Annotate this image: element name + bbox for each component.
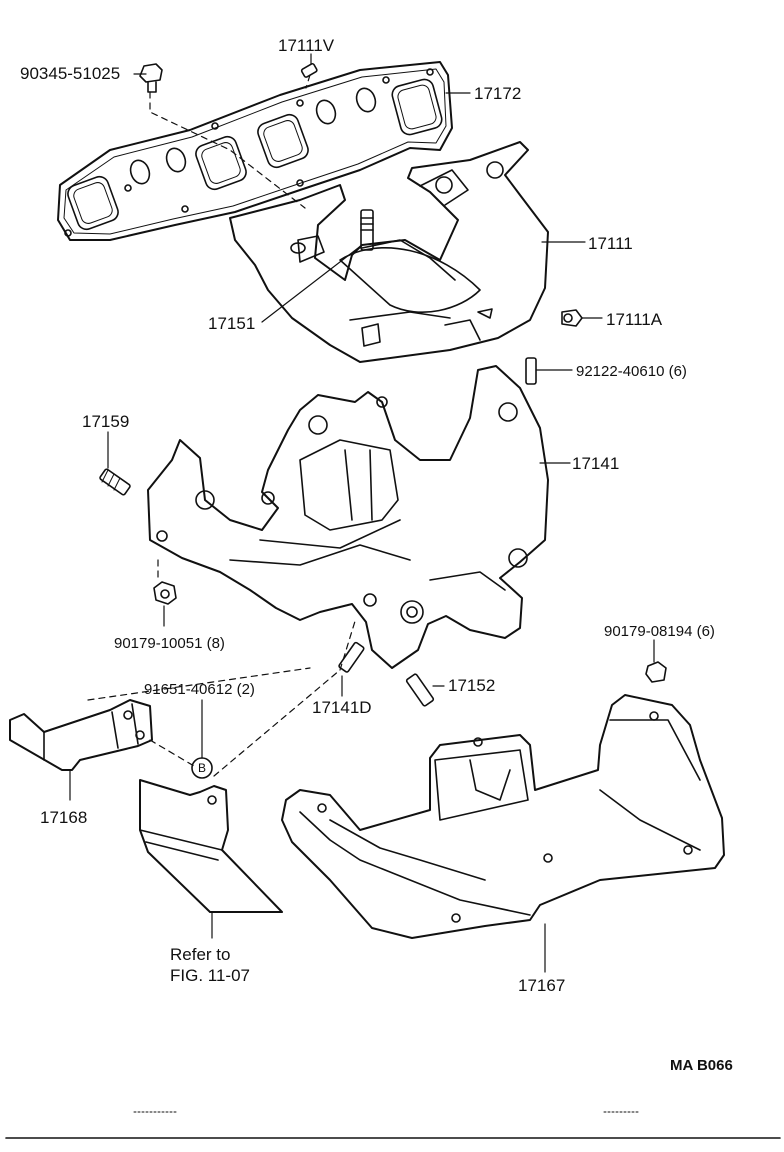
heat-insulator-17167	[281, 694, 725, 939]
label-17111: 17111	[588, 234, 633, 253]
label-17141d: 17141D	[312, 698, 372, 717]
pin-17111v	[300, 62, 318, 78]
refer-note-line2: FIG. 11-07	[170, 966, 250, 985]
label-17159: 17159	[82, 412, 130, 431]
callout-b-letter: B	[197, 761, 206, 775]
figure-code: MA B066	[670, 1057, 733, 1074]
label-91651-40612: 91651-40612 (2)	[144, 681, 255, 698]
label-92122-40610: 92122-40610 (6)	[576, 363, 687, 380]
refer-note-line1: Refer to	[170, 945, 231, 964]
label-17111v: 17111V	[278, 36, 335, 55]
label-90179-08194: 90179-08194 (6)	[604, 623, 715, 640]
label-17167: 17167	[518, 976, 566, 995]
label-17172: 17172	[474, 84, 522, 103]
refer-note: Refer to FIG. 11-07	[170, 944, 250, 986]
heat-shield-small	[139, 779, 283, 913]
leader-lines	[69, 53, 655, 973]
stud-17159	[99, 468, 131, 496]
bracket-17168	[9, 699, 153, 771]
stud-17151	[360, 209, 374, 251]
nut-90179-08194	[645, 661, 667, 683]
stud-92122	[525, 357, 537, 385]
label-90345-51025: 90345-51025	[20, 64, 121, 83]
bolt-90345	[139, 63, 163, 93]
stud-17141d	[338, 641, 365, 673]
nut-90179-10051	[153, 581, 177, 605]
label-17141: 17141	[572, 454, 620, 473]
exhaust-manifold-17141	[147, 365, 549, 669]
exhaust-manifold-17111	[229, 141, 549, 363]
label-90179-10051: 90179-10051 (8)	[114, 635, 225, 652]
intake-gasket	[57, 61, 453, 241]
label-17111a: 17111A	[606, 310, 663, 329]
label-17152: 17152	[448, 676, 496, 695]
label-17151: 17151	[208, 314, 256, 333]
alignment-lines	[87, 74, 357, 777]
plug-17111a	[561, 309, 583, 327]
stud-17152	[405, 673, 435, 707]
label-17168: 17168	[40, 808, 88, 827]
callout-b-circle	[191, 757, 213, 779]
